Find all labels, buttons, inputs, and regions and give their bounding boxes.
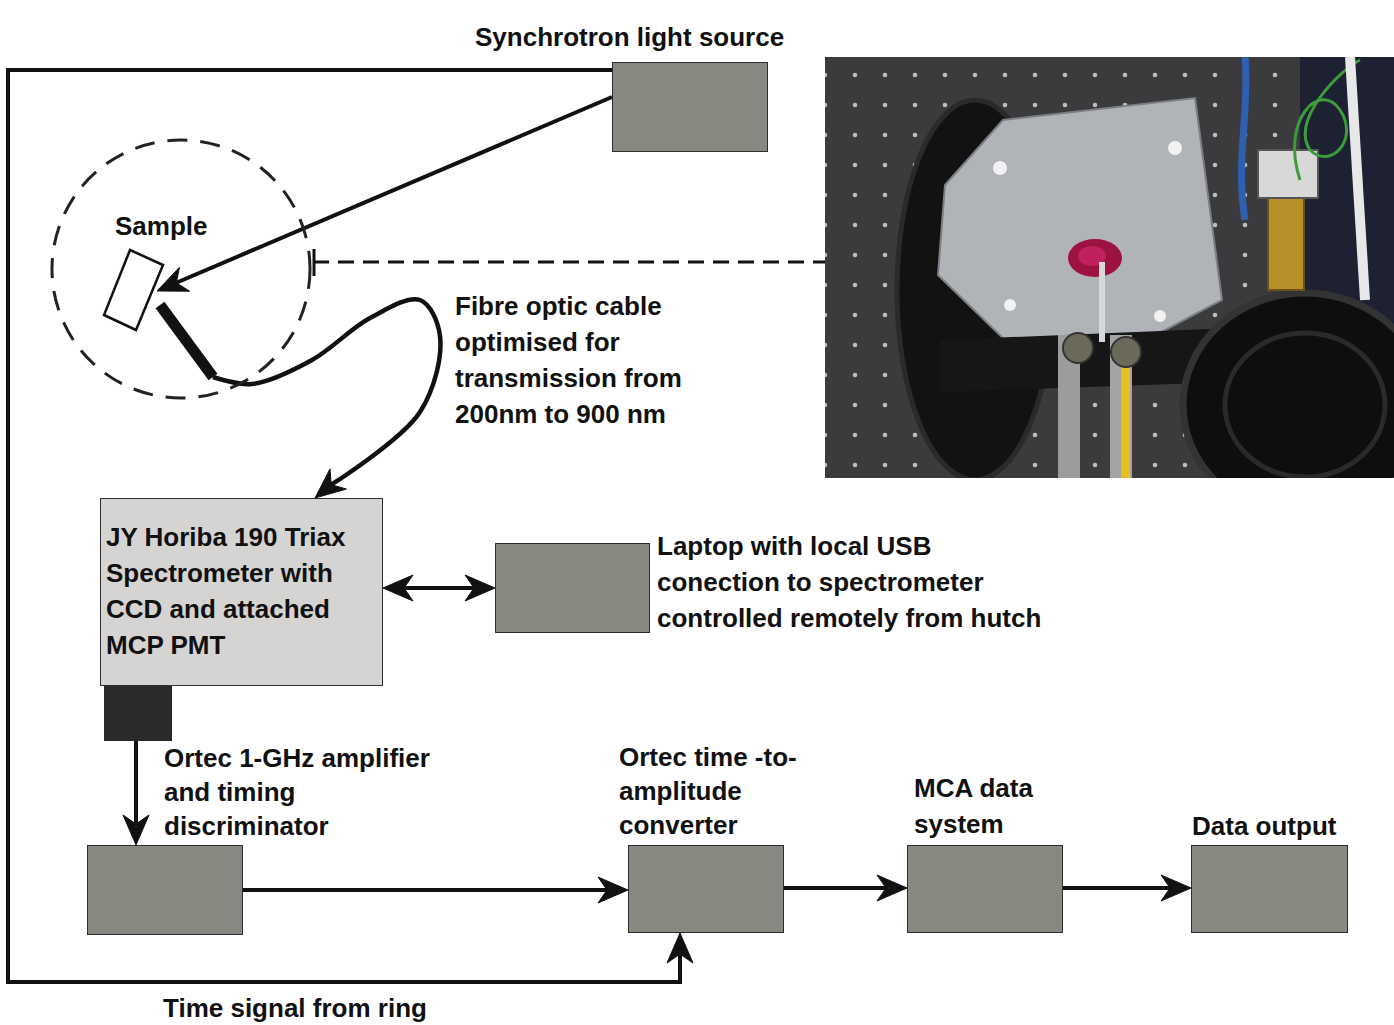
edge-label: Fibre optic cable optimised for transmis… <box>455 288 755 432</box>
source-box: Synchrotron light source <box>612 62 768 152</box>
connector-line <box>134 741 138 824</box>
tac-box: Ortec time -to- amplitude converter <box>628 845 784 933</box>
arrowhead <box>157 267 190 291</box>
node-label: JY Horiba 190 Triax Spectrometer with CC… <box>101 499 382 671</box>
arrowhead <box>667 933 693 963</box>
leader-line <box>313 261 825 264</box>
connector <box>1063 875 1191 901</box>
connector <box>123 741 149 845</box>
node-label: Synchrotron light source <box>475 19 784 55</box>
connector-line <box>176 97 612 283</box>
connector-line <box>784 886 886 890</box>
leader-tick <box>313 249 316 276</box>
connector-line <box>243 888 607 892</box>
connector <box>243 877 628 903</box>
mca-box: MCA data system <box>907 845 1063 933</box>
connector <box>213 299 440 498</box>
arrowhead <box>123 815 149 845</box>
connector <box>784 875 907 901</box>
fibre-plug <box>160 305 213 377</box>
node-label: Laptop with local USB conection to spect… <box>657 528 1057 636</box>
connector-line <box>8 70 680 982</box>
connector <box>383 575 495 601</box>
connector <box>8 70 693 982</box>
arrowhead <box>1161 875 1191 901</box>
connector <box>157 97 612 291</box>
node-label: Data output <box>1192 808 1336 844</box>
connector-line <box>213 299 440 485</box>
arrowhead <box>383 575 413 601</box>
connector-line <box>404 586 474 590</box>
amplifier-box: Ortec 1-GHz amplifier and timing discrim… <box>87 845 243 935</box>
spectrometer-box: JY Horiba 190 Triax Spectrometer with CC… <box>100 498 383 686</box>
edge-label: Time signal from ring <box>163 990 563 1025</box>
arrowhead <box>598 877 628 903</box>
node-label: MCA data system <box>914 770 1089 842</box>
sample-region: Sample <box>50 138 312 400</box>
node-label: Ortec time -to- amplitude converter <box>619 740 834 842</box>
mcp-pmt-block <box>104 686 172 741</box>
output-box: Data output <box>1191 845 1348 933</box>
sample-slide <box>104 250 163 330</box>
arrowhead <box>465 575 495 601</box>
arrowhead <box>877 875 907 901</box>
laptop-box: Laptop with local USB conection to spect… <box>495 543 650 633</box>
arrowhead <box>315 469 346 498</box>
dashed-outline <box>50 138 312 400</box>
connector-line <box>1063 886 1170 890</box>
node-label: Ortec 1-GHz amplifier and timing discrim… <box>164 741 464 843</box>
photo <box>825 57 1394 478</box>
node-label: Sample <box>115 208 208 244</box>
